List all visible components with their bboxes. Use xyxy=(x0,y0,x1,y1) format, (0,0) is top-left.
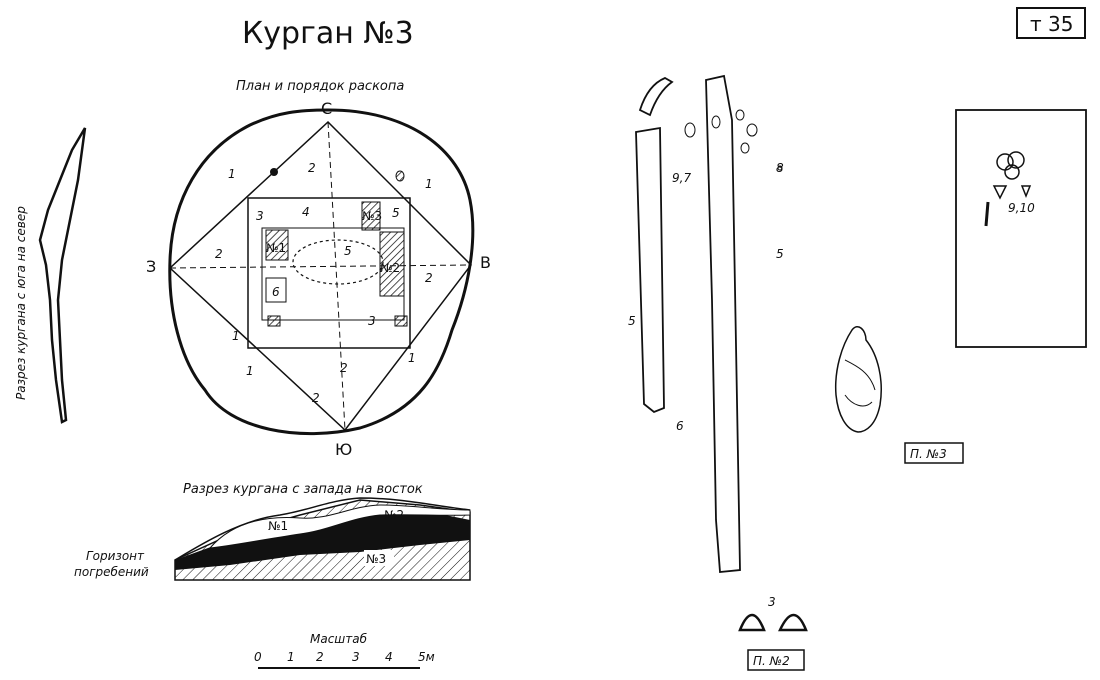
sector-num: 4 xyxy=(302,205,310,219)
sector-num: 1 xyxy=(228,167,236,181)
dir-south: Ю xyxy=(335,440,352,459)
find-num: 5 xyxy=(628,314,636,328)
stake-mark-a xyxy=(270,168,278,176)
sector-6-box xyxy=(265,277,287,303)
grave-2-drawing xyxy=(635,74,808,632)
find-num: 6 xyxy=(676,419,684,433)
sector-num: 3 xyxy=(368,314,376,328)
pit-label: №2 xyxy=(380,261,400,275)
sector-num: 2 xyxy=(425,271,433,285)
scale-tick: 5м xyxy=(418,650,435,664)
find-num: 8 xyxy=(776,161,784,175)
scale-tick: 1 xyxy=(287,650,295,664)
scale-ticks: 0 1 2 3 4 5м xyxy=(254,650,435,664)
section-layer: №1 xyxy=(268,519,288,533)
scale-tick: 4 xyxy=(385,650,393,664)
scale-tick: 2 xyxy=(316,650,324,664)
find-num: 9,10 xyxy=(1008,201,1035,215)
dir-east: В xyxy=(480,253,491,272)
excavation-rect xyxy=(247,197,411,349)
axis-we xyxy=(169,264,472,269)
pit-small-a xyxy=(267,315,281,327)
sector-num: 2 xyxy=(308,161,316,175)
sector-num: 1 xyxy=(408,351,416,365)
pit-2 xyxy=(379,231,405,297)
find-num: 3 xyxy=(768,595,776,609)
section-layer: №2 xyxy=(384,508,404,522)
plan-diamond xyxy=(168,120,472,432)
dir-north: С xyxy=(321,99,332,118)
central-pit xyxy=(292,239,384,285)
plan-heading: План и порядок раскопа xyxy=(236,79,404,94)
sector-num: 6 xyxy=(272,285,280,299)
sector-num: 1 xyxy=(232,329,240,343)
grave-3-label-box: П. №3 xyxy=(904,442,964,464)
sector-num: 2 xyxy=(215,247,223,261)
stake-mark-b xyxy=(395,170,405,182)
grave-3-drawing xyxy=(834,109,1087,433)
pit-small-b xyxy=(394,315,408,327)
pit-label: №1 xyxy=(266,241,286,255)
axis-ns xyxy=(327,121,346,431)
sector-num: 1 xyxy=(246,364,254,378)
sector-numbers: 1 2 2 1 3 4 5 5 6 3 2 1 2 1 2 1 xyxy=(215,161,433,405)
sheet-code: т 35 xyxy=(1030,12,1073,36)
pit-label: №3 xyxy=(362,209,382,223)
scale-label: Масштаб xyxy=(310,632,368,646)
pit-1 xyxy=(265,229,289,261)
kurgan-outline xyxy=(168,108,475,436)
find-num: 9,7 xyxy=(672,171,691,185)
grave-finds: 5 6 9,7 8 5 3 9,10 xyxy=(628,161,1035,609)
horizon-label-2: погребений xyxy=(74,565,149,579)
horizontal-section xyxy=(174,497,471,581)
horizontal-section-label: Разрез кургана с запада на восток xyxy=(183,482,423,497)
scale-tick: 0 xyxy=(254,650,262,664)
sector-num: 5 xyxy=(392,206,400,220)
find-num: 5 xyxy=(776,247,784,261)
sheet-title: Курган №3 xyxy=(242,16,414,51)
vertical-section-profile xyxy=(38,127,87,424)
sector-num: 1 xyxy=(425,177,433,191)
sector-num: 2 xyxy=(340,361,348,375)
section-layer: №3 xyxy=(366,552,386,566)
grave-2-label: П. №2 xyxy=(753,654,790,668)
sector-num: 5 xyxy=(344,244,352,258)
sector-num: 3 xyxy=(256,209,264,223)
dir-west: З xyxy=(146,257,156,276)
sheet-code-box: т 35 xyxy=(1016,7,1086,39)
scale-tick: 3 xyxy=(352,650,360,664)
grave-3-label: П. №3 xyxy=(910,447,947,461)
pit-3 xyxy=(361,201,381,231)
horizon-label-1: Горизонт xyxy=(86,549,145,563)
sector-num: 2 xyxy=(312,391,320,405)
vertical-section-label: Разрез кургана с юга на север xyxy=(14,206,28,400)
grave-2-label-box: П. №2 xyxy=(747,649,805,671)
